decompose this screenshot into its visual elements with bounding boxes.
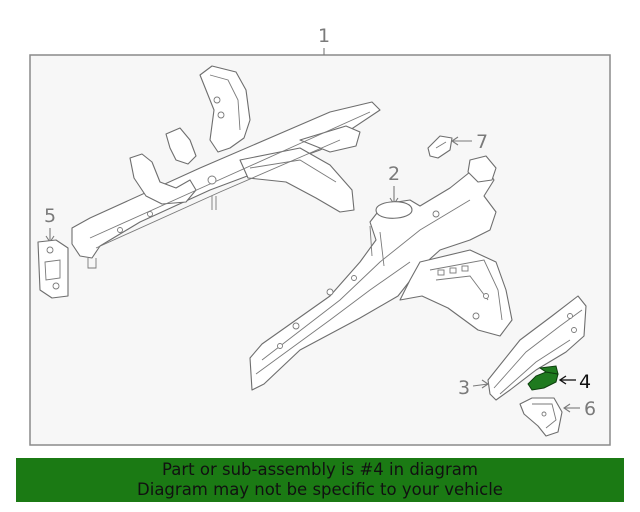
banner-line-part: Part or sub-assembly is #4 in diagram [162, 460, 478, 479]
callout-7[interactable]: 7 [451, 131, 488, 153]
part-7-bracket [427, 135, 453, 159]
svg-text:3: 3 [458, 377, 470, 399]
callout-1[interactable]: 1 [318, 25, 330, 55]
callout-5[interactable]: 5 [44, 205, 56, 243]
left-side-member [71, 65, 381, 269]
parts-diagram: 1 5 7 [29, 25, 611, 446]
svg-text:4: 4 [579, 371, 591, 393]
svg-text:5: 5 [44, 205, 56, 227]
callout-3[interactable]: 3 [458, 377, 489, 399]
part-2-right-side-member [249, 155, 513, 391]
part-notice-banner: Part or sub-assembly is #4 in diagram Di… [16, 458, 624, 502]
svg-text:6: 6 [584, 398, 596, 420]
part-3-reinforcement [487, 295, 587, 401]
part-5-plate [37, 239, 69, 299]
svg-text:1: 1 [318, 25, 330, 47]
svg-text:2: 2 [388, 163, 400, 185]
part-6-bracket [519, 397, 563, 437]
callout-4[interactable]: 4 [558, 371, 591, 393]
callout-6[interactable]: 6 [563, 398, 596, 420]
part-4-bracket-highlighted[interactable] [527, 365, 559, 391]
diagram-frame [29, 54, 611, 446]
svg-text:7: 7 [476, 131, 488, 153]
banner-line-disclaimer: Diagram may not be specific to your vehi… [137, 480, 503, 499]
